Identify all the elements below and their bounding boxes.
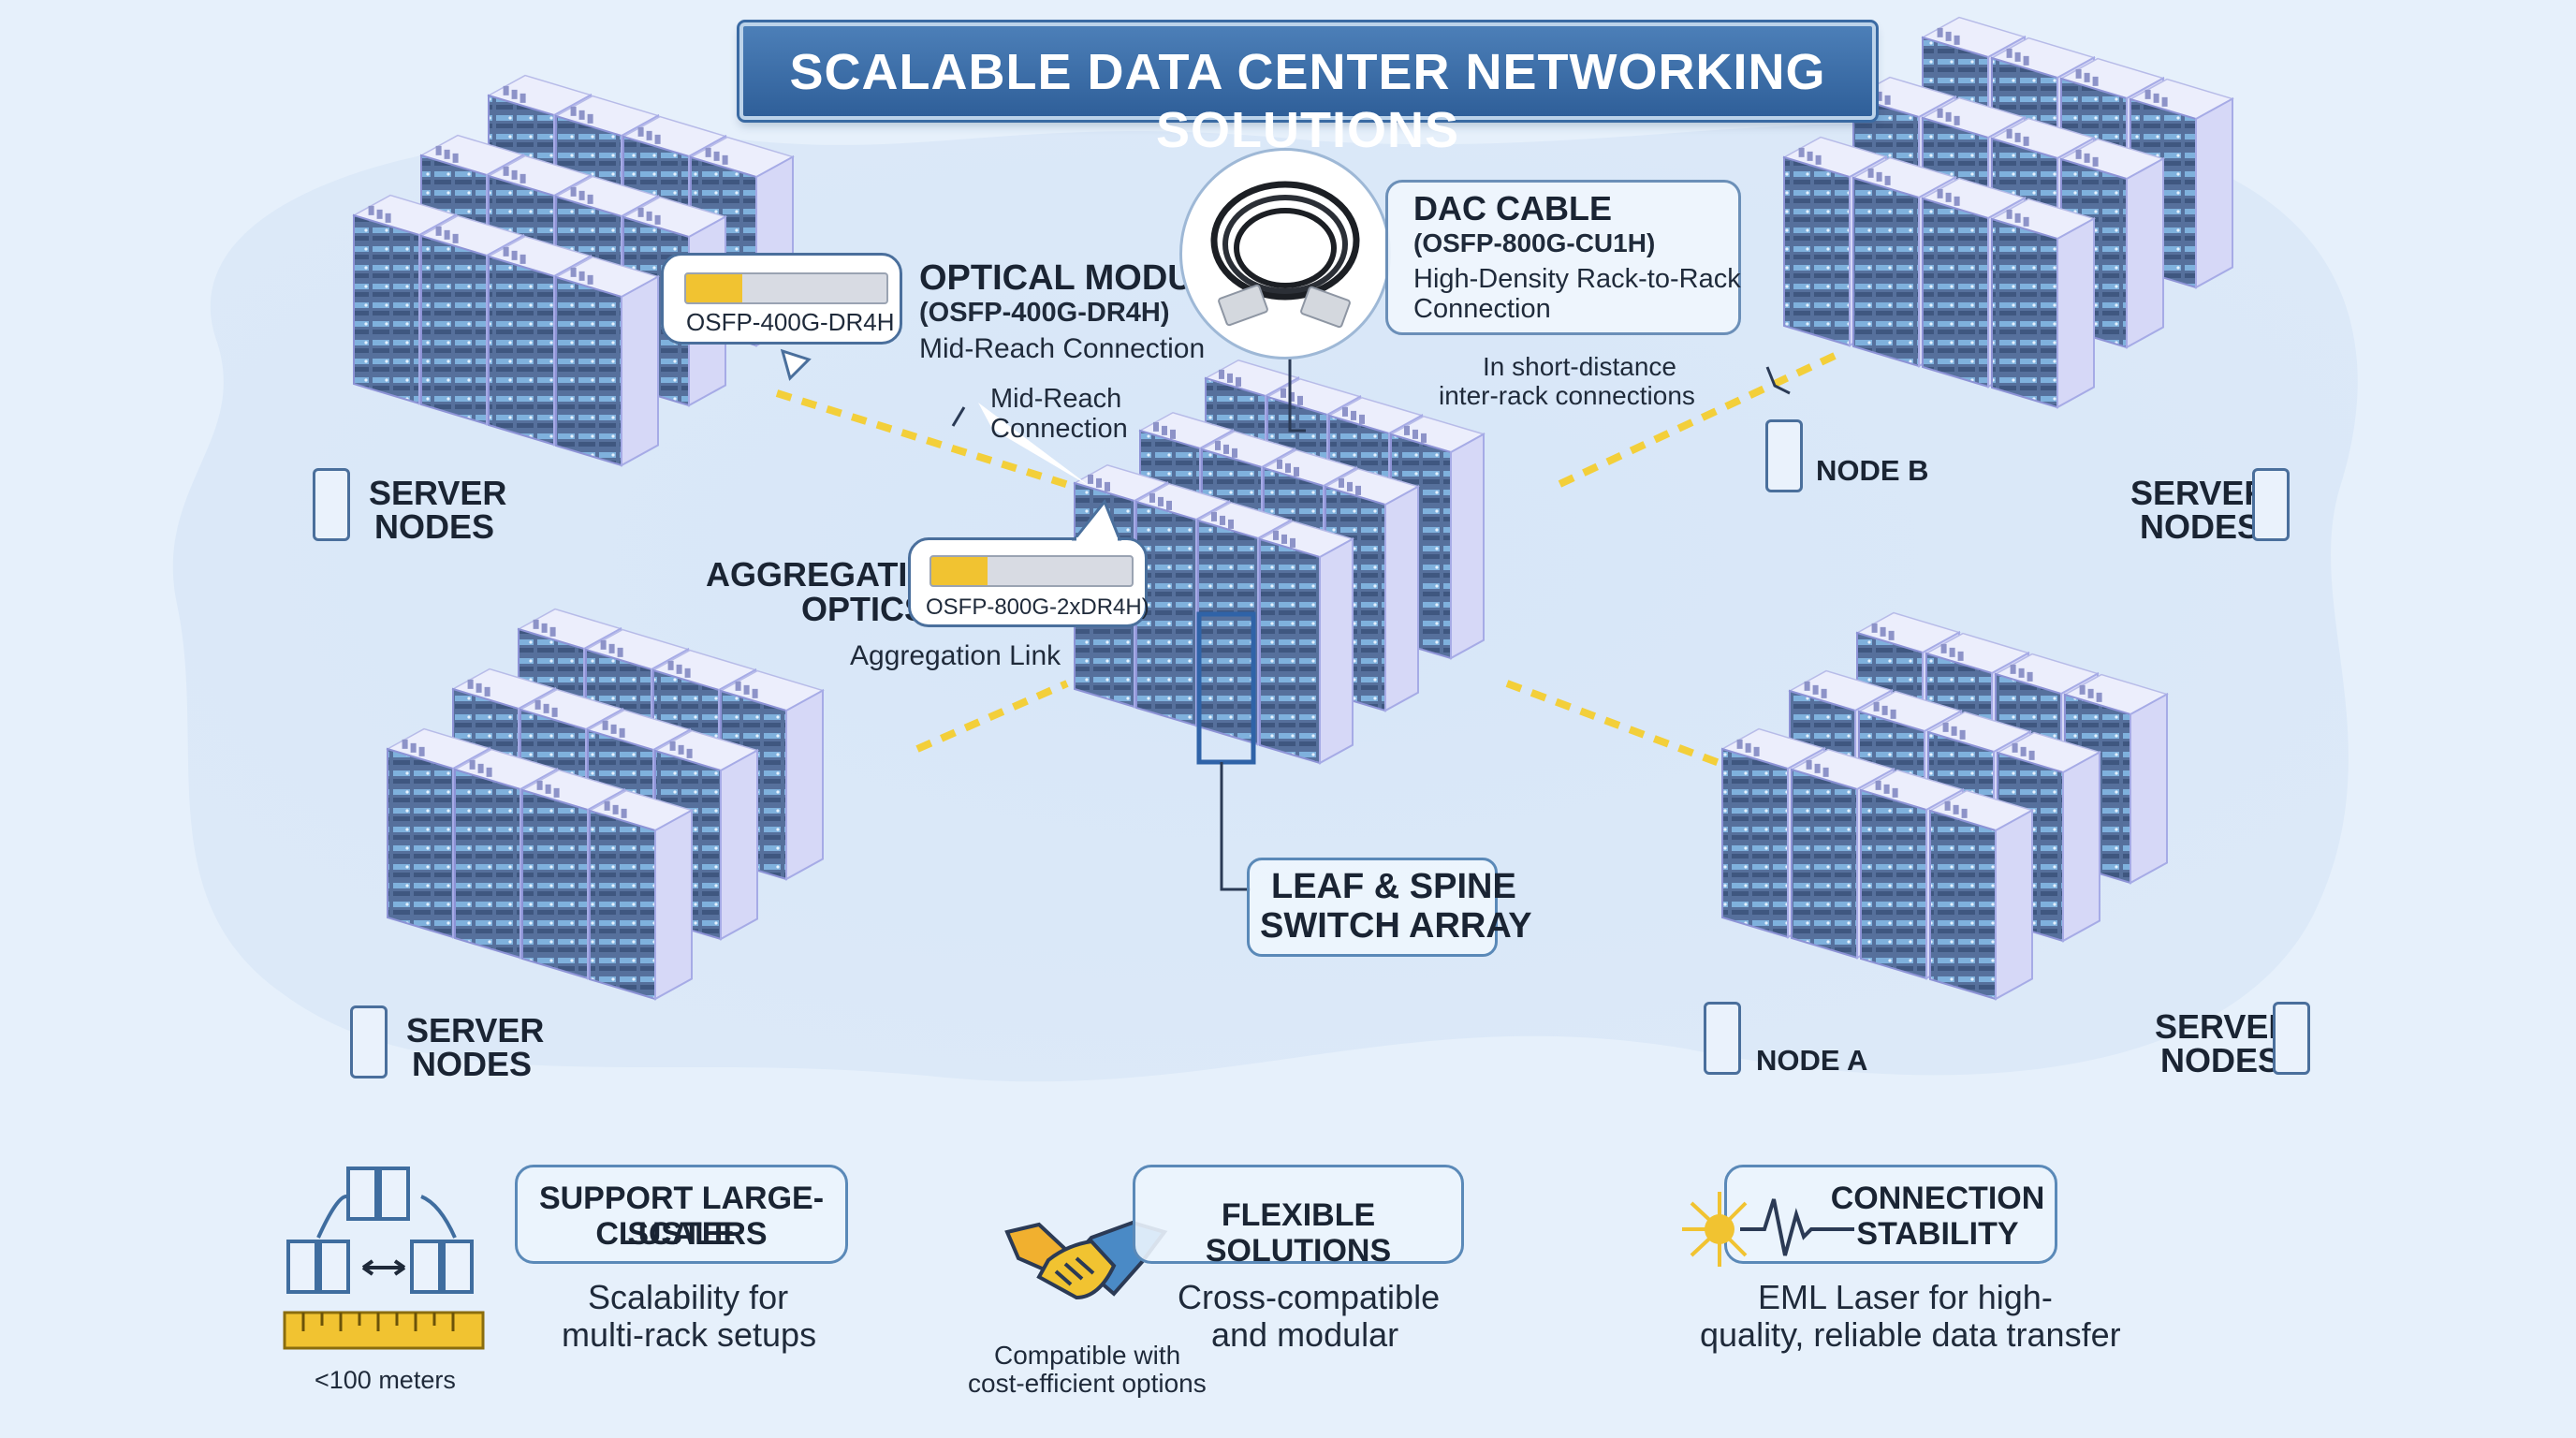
server-nodes-label-line1: SERVER (369, 474, 507, 512)
server-rack (554, 256, 660, 467)
feature-stability-box: CONNECTION STABILITY (1682, 1165, 2057, 1267)
server-rack (1990, 198, 2096, 409)
feature-title-line1: CONNECTION (1830, 1181, 2045, 1216)
dac-cable-desc-line2: Connection (1413, 294, 1551, 324)
server-icon (2273, 1002, 2310, 1075)
server-nodes-label-line1: SERVER (2155, 1007, 2293, 1046)
title-banner: SCALABLE DATA CENTER NETWORKING SOLUTION… (737, 20, 1879, 158)
dac-cable-box (1385, 180, 1741, 335)
dac-cable-icon (1210, 181, 1360, 329)
node-a-label: NODE A (1756, 1044, 1868, 1077)
server-rack (1258, 520, 1354, 765)
feature-desc-line1: Scalability for (588, 1278, 789, 1316)
laser-waveform-icon (1682, 1192, 1854, 1267)
feature-title-line2: STABILITY (1856, 1216, 2019, 1252)
switch-array-line1: LEAF & SPINE (1271, 867, 1516, 906)
server-rack (588, 789, 694, 1001)
aggregation-title-line2: OPTICS (801, 590, 928, 628)
distance-label: <100 meters (315, 1366, 456, 1394)
feature-desc-line1: EML Laser for high- (1758, 1278, 2053, 1316)
server-icon (2252, 468, 2290, 541)
aggregation-link-label: Aggregation Link (850, 640, 1061, 671)
feature-desc-line2: and modular (1211, 1315, 1399, 1354)
optical-module-tag: OSFP-400G-DR4H (686, 308, 895, 336)
page-title: SCALABLE DATA CENTER NETWORKING SOLUTION… (789, 44, 1826, 158)
node-b-label: NODE B (1816, 454, 1929, 487)
server-nodes-label-line1: SERVER (2130, 474, 2269, 512)
compatible-label-line1: Compatible with (994, 1341, 1181, 1370)
server-nodes-label-line1: SERVER (406, 1011, 545, 1049)
server-icon (1704, 1002, 1741, 1075)
aggregation-module-icon (929, 555, 1134, 587)
switch-highlight-frame (1196, 611, 1256, 891)
dac-cable-image-frame (1179, 148, 1391, 360)
feature-desc-line2: quality, reliable data transfer (1700, 1315, 2121, 1354)
callout-pointers (780, 348, 1791, 487)
aggregation-bubble-pointer (1071, 499, 1122, 543)
server-nodes-label-line2: NODES (2140, 507, 2261, 546)
compatible-label-line2: cost-efficient options (968, 1369, 1207, 1398)
short-distance-label-line1: In short-distance (1483, 352, 1676, 381)
dashed-link (775, 389, 1106, 500)
server-icon (1765, 419, 1803, 492)
feature-large-scale-box: SUPPORT LARGE-SCALE CLUSTERS (515, 1165, 848, 1264)
feature-flexible-box: FLEXIBLE SOLUTIONS (1133, 1165, 1464, 1269)
aggregation-optics-tag: OSFP-800G-2xDR4H) (926, 594, 1149, 620)
mid-reach-label-line2: Connection (990, 414, 1128, 444)
server-nodes-label-line2: NODES (2160, 1041, 2281, 1079)
feature-title-line2: CLUSTERS (595, 1216, 768, 1252)
switch-array-box (1247, 858, 1498, 957)
server-rack (1928, 789, 2034, 1001)
dashed-link (1505, 680, 1734, 771)
feature-desc-line1: Cross-compatible (1178, 1278, 1441, 1316)
cluster-ruler-icon (283, 1167, 485, 1350)
feature-title-line1: SUPPORT LARGE-SCALE (538, 1181, 825, 1252)
server-nodes-label-line2: NODES (412, 1045, 533, 1083)
feature-desc-line2: multi-rack setups (562, 1315, 817, 1354)
optical-module-icon (684, 272, 888, 304)
feature-title-line1: FLEXIBLE SOLUTIONS (1205, 1197, 1392, 1269)
short-distance-label-line2: inter-rack connections (1439, 381, 1695, 410)
optical-module-bubble: OSFP-400G-DR4H (661, 253, 902, 345)
server-nodes-label-line2: NODES (374, 507, 495, 546)
server-icon (313, 468, 350, 541)
optical-module-desc: Mid-Reach Connection (919, 333, 1206, 364)
optical-module-part: (OSFP-400G-DR4H) (919, 298, 1170, 328)
dashed-link (915, 680, 1069, 753)
dac-cable-part: (OSFP-800G-CU1H) (1413, 228, 1656, 257)
dac-cable-desc-line1: High-Density Rack-to-Rack (1413, 264, 1741, 294)
connection-links (775, 352, 1837, 771)
server-icon (350, 1005, 388, 1078)
dac-cable-title: DAC CABLE (1413, 189, 1612, 227)
aggregation-optics-bubble: OSFP-800G-2xDR4H) (908, 537, 1149, 627)
mid-reach-label-line1: Mid-Reach (990, 384, 1122, 414)
switch-array-line2: SWITCH ARRAY (1260, 906, 1532, 946)
rack-clusters (352, 16, 2234, 1001)
